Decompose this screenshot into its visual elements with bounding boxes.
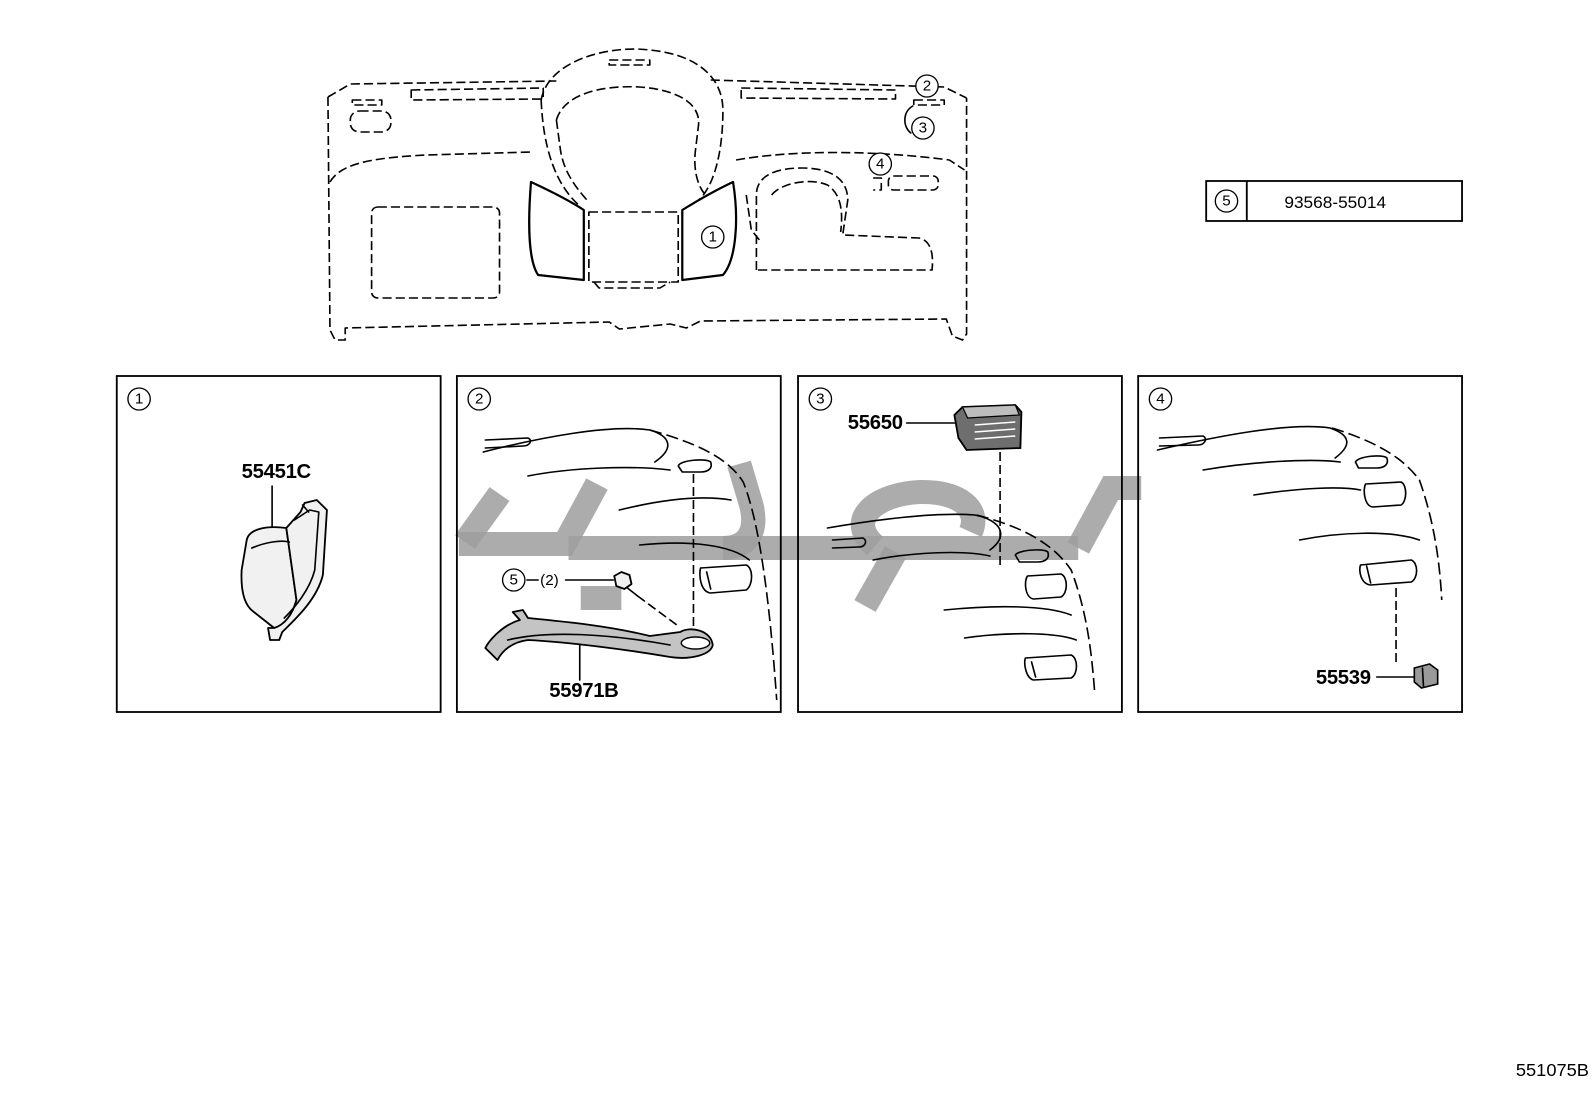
watermark-logo [455,460,1142,612]
overview-callout-3[interactable]: 3 [911,116,935,140]
svg-text:3: 3 [816,391,824,408]
illustration-code: 551075B [1516,1060,1589,1080]
part-number-55971b[interactable]: 55971B [549,680,619,702]
detail-panel-1: 1 55451C [115,375,442,713]
panel-1-ref: 1 [127,387,151,411]
svg-text:3: 3 [919,120,927,137]
overview-callout-4[interactable]: 4 [868,152,893,176]
panel-2-ref: 2 [467,387,492,411]
legend-part-number[interactable]: 93568-55014 [1284,192,1386,212]
legend-ref: 5 [1214,189,1239,213]
overview-callout-1[interactable]: 1 [700,225,725,249]
panel-4-ref: 4 [1148,387,1173,411]
svg-text:5: 5 [510,572,518,589]
detail-panel-3: 3 55650 [797,375,1123,713]
detail-panel-2: 2 5 (2) 55971B [455,375,782,713]
vent-clip-part [1413,663,1439,689]
air-vent-part [953,404,1023,451]
svg-text:2: 2 [475,391,483,408]
part-number-55539[interactable]: 55539 [1316,667,1371,689]
svg-text:4: 4 [876,156,884,173]
svg-text:2: 2 [923,78,931,95]
fastener-ref[interactable]: 5 [501,568,526,592]
svg-text:5: 5 [1222,193,1230,210]
svg-text:1: 1 [135,391,143,408]
svg-text:1: 1 [709,229,717,246]
overview-callout-2[interactable]: 2 [915,74,939,98]
svg-text:4: 4 [1156,391,1164,408]
part-number-55451c[interactable]: 55451C [242,461,312,483]
defroster-duct-part [484,609,714,661]
fastener-quantity: (2) [540,572,559,589]
legend-table: 5 93568-55014 [1205,180,1463,222]
part-number-55650[interactable]: 55650 [848,412,903,434]
clip-bolt [613,571,639,597]
panel-3-ref: 3 [808,387,833,411]
detail-panel-4: 4 55539 [1137,375,1463,713]
glove-box-part [240,499,328,641]
dashboard-overview: 2 3 4 1 [327,48,968,341]
